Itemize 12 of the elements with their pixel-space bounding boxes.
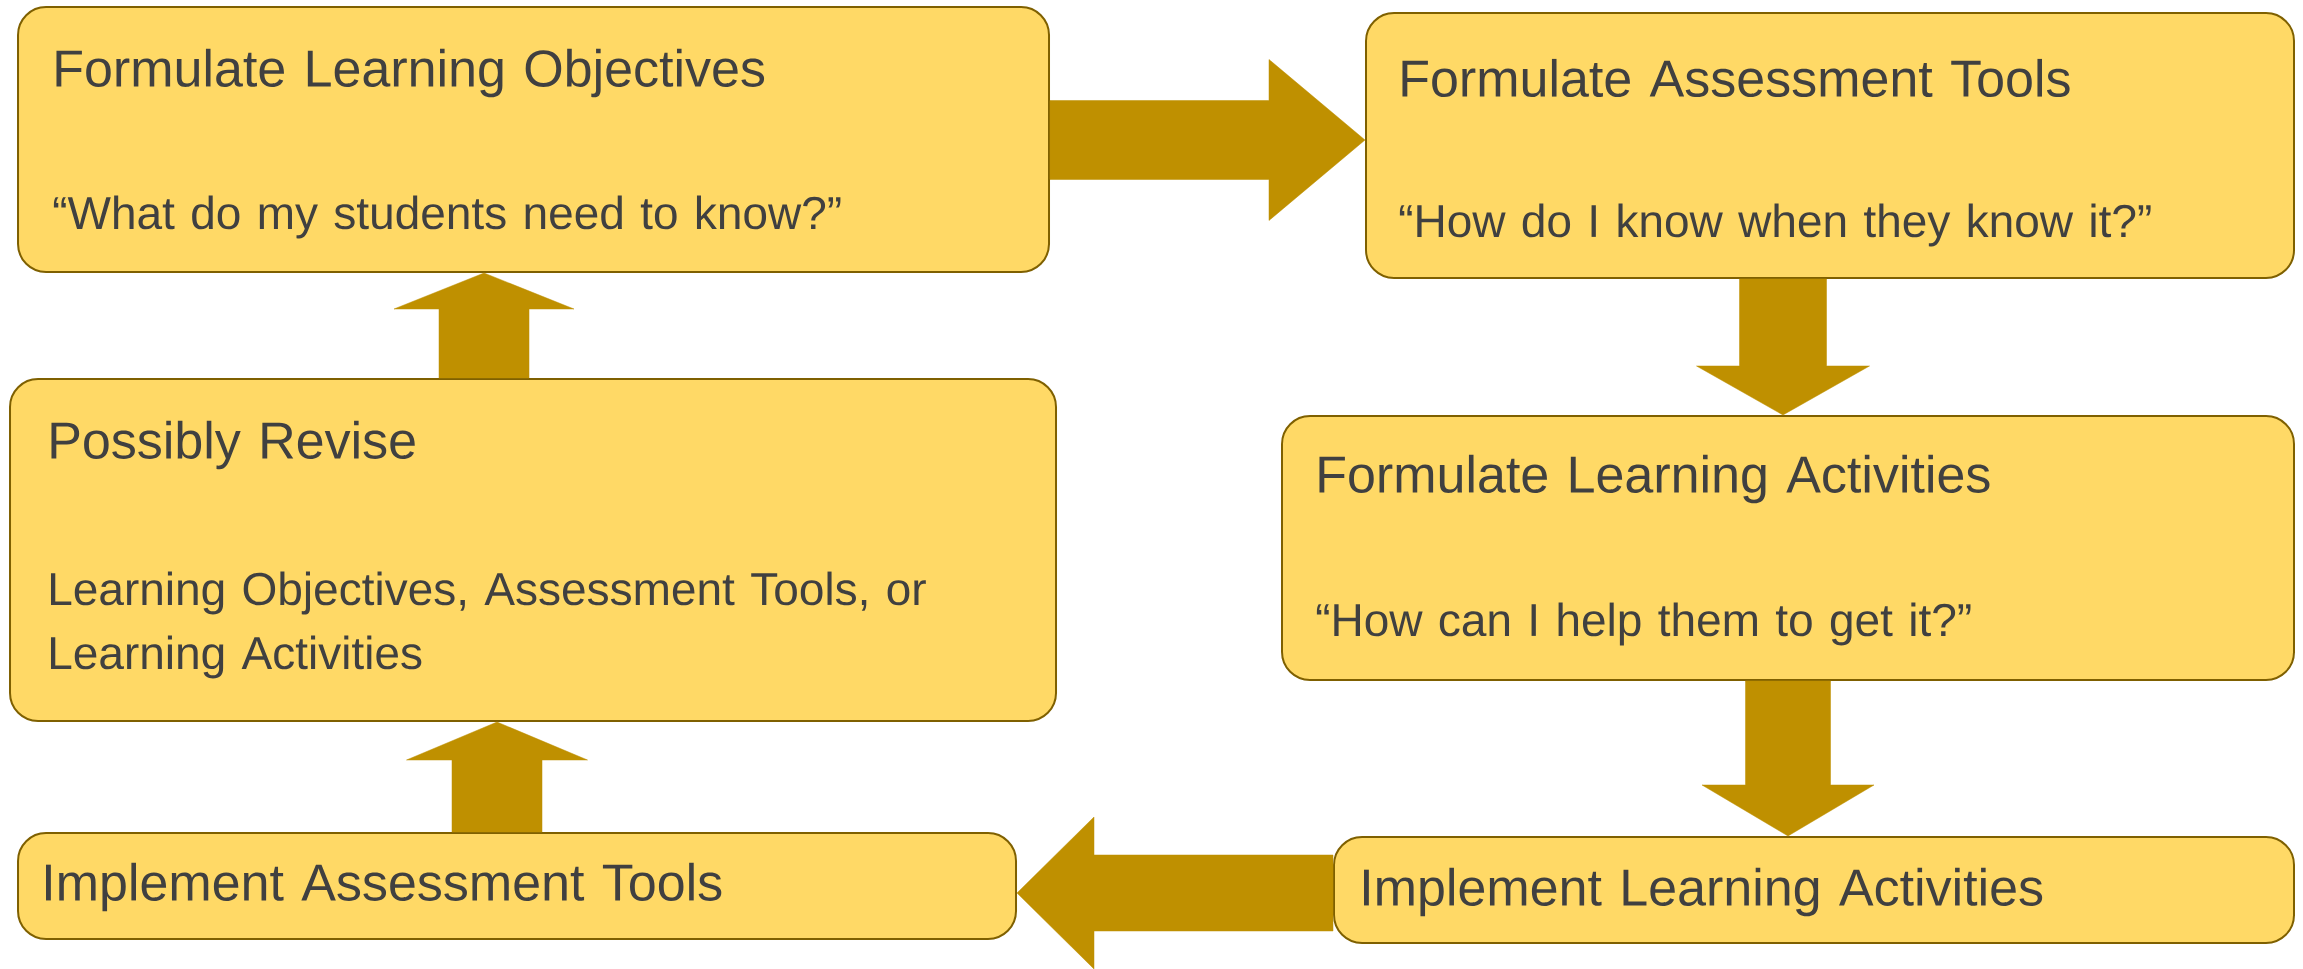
block-arrow xyxy=(406,721,588,833)
process-box: Formulate Learning Activities “How can I help them to get it?” xyxy=(1281,415,2295,681)
block-arrow xyxy=(1696,278,1870,416)
block-arrow xyxy=(1049,59,1366,221)
block-arrow xyxy=(1016,816,1334,969)
process-box: Formulate Learning Objectives “What do my students need to know?” xyxy=(17,6,1050,273)
process-box: Implement Learning Activities xyxy=(1333,836,2295,944)
block-arrow xyxy=(393,272,575,379)
process-box: Implement Assessment Tools xyxy=(17,832,1017,940)
block-arrow xyxy=(1701,680,1875,837)
process-box: Formulate Assessment Tools “How do I know when they know it?” xyxy=(1365,12,2295,279)
process-box: Possibly Revise Learning Objectives, Assessment Tools, or Learning Activities xyxy=(9,378,1057,722)
